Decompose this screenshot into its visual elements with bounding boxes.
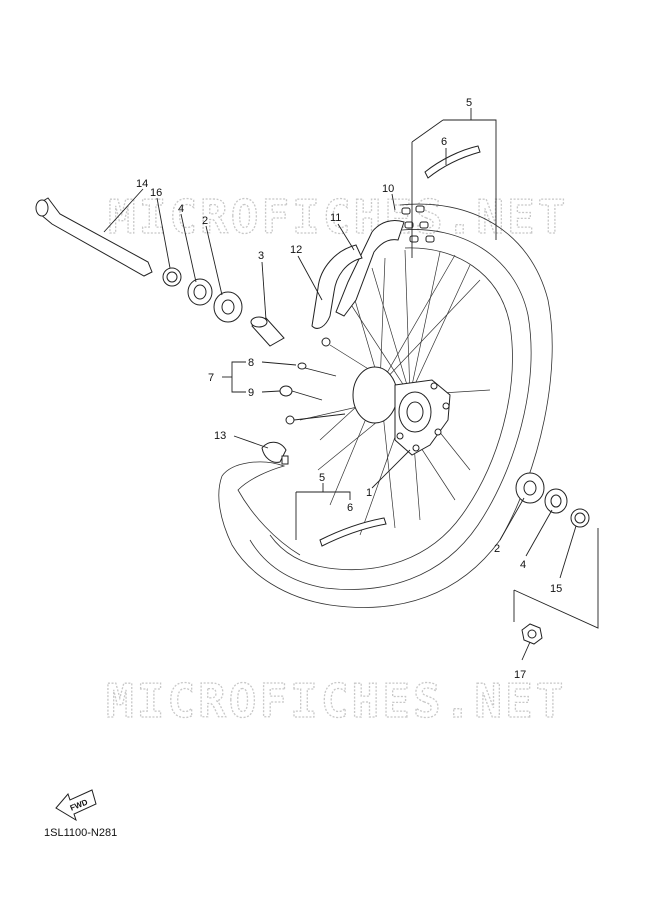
bearing-right: [515, 472, 545, 504]
callout-9: 9: [248, 387, 254, 399]
watermark-top: MICROFICHES.NET: [108, 190, 568, 244]
oil-seal-left: [187, 278, 213, 306]
fwd-arrow-icon: FWD: [55, 789, 97, 822]
callout-6-top: 6: [441, 136, 447, 148]
oil-seal-right: [544, 488, 568, 514]
callout-12: 12: [290, 244, 302, 256]
callout-10: 10: [382, 183, 394, 195]
bearing-left: [213, 291, 243, 323]
tube-valve: [261, 441, 289, 465]
callout-4-left: 4: [178, 203, 184, 215]
rim-tape: [311, 219, 405, 329]
watermark-bottom: MICROFICHES.NET: [106, 674, 566, 728]
callout-labels: 5 6 10 11 12 14 16 4 2 3 8 7 9 13 5 6 1 …: [136, 97, 562, 681]
callout-5-bottom: 5: [319, 472, 325, 484]
callout-8: 8: [248, 357, 254, 369]
callout-2-left: 2: [202, 215, 208, 227]
spoke-sample: [279, 337, 346, 425]
callout-1: 1: [366, 487, 372, 499]
hub: [352, 366, 451, 456]
axle-nut: [521, 623, 543, 645]
callout-17: 17: [514, 669, 526, 681]
axle: [35, 197, 153, 277]
callout-3: 3: [258, 250, 264, 262]
callout-6-bottom: 6: [347, 502, 353, 514]
callout-16: 16: [150, 187, 162, 199]
callout-11: 11: [330, 212, 341, 224]
balance-weight-bottom: [319, 517, 387, 547]
balance-weight-top: [424, 145, 481, 179]
callout-5-top: 5: [466, 97, 472, 109]
callout-15: 15: [550, 583, 562, 595]
callout-7: 7: [208, 372, 214, 384]
callout-2-right: 2: [494, 543, 500, 555]
callout-4-right: 4: [520, 559, 526, 571]
callout-13: 13: [214, 430, 226, 442]
drawing-code: 1SL1100-N281: [44, 827, 118, 839]
spacer: [250, 316, 285, 347]
callout-14: 14: [136, 178, 148, 190]
collar-16: [162, 267, 182, 287]
collar-15: [570, 508, 590, 528]
tire: [218, 203, 553, 608]
leader-lines: [103, 108, 599, 661]
